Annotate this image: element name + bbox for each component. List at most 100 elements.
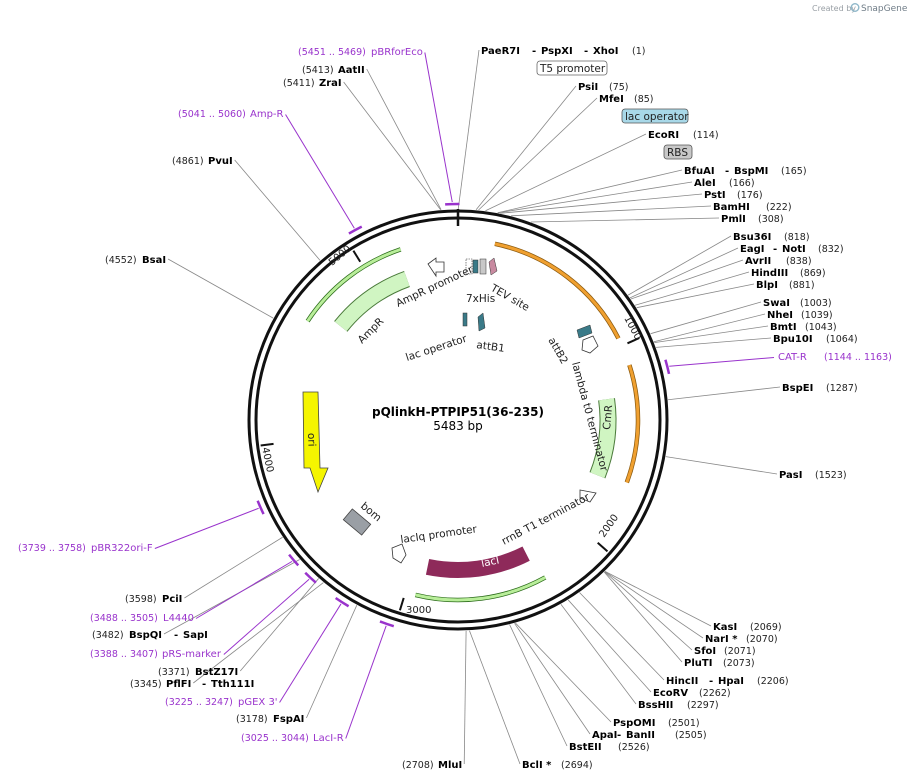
site-bsteii-pos: (2526) [618, 742, 650, 753]
rbs-glyph [479, 258, 487, 275]
feature-ori: ori [305, 433, 317, 447]
leader-site-bfuai [497, 169, 683, 214]
site-bstz17i-pos: (3371) [158, 667, 190, 678]
site-zrai: ZraI [319, 78, 342, 89]
site-pmli: PmlI [721, 214, 746, 225]
site-pvui: PvuI [208, 156, 233, 167]
primer-amp-r-mark [348, 225, 363, 235]
site-pspomi: PspOMI [613, 718, 655, 729]
primer-prs-marker-leader [223, 578, 310, 655]
tick-mark-1000 [627, 337, 640, 345]
primer-l4440: L4440 [163, 613, 194, 624]
site-bmti-pos: (1043) [805, 322, 837, 333]
site-ecori-pos: (114) [693, 130, 719, 141]
ampr-orf-arc [306, 247, 402, 322]
site-sep: - [202, 679, 206, 690]
site-hindiii: HindIII [751, 268, 788, 279]
leader-site-pluti [603, 571, 683, 663]
feature-ampr: AmpR [356, 315, 387, 346]
site-aatii: AatII [338, 65, 365, 76]
tev-site-glyph [488, 257, 498, 276]
leader-site-bpu10i [656, 337, 772, 348]
site-xhoi: XhoI [593, 46, 618, 57]
site-ecori: EcoRI [648, 130, 679, 141]
site-bspmi-pos: (165) [781, 166, 807, 177]
leader-site-pvui [234, 159, 321, 261]
site-bpu10i: Bpu10I [773, 334, 813, 345]
site-aatii-pos: (5413) [302, 65, 334, 76]
plasmid-title-block: pQlinkH-PTPIP51(36-235) 5483 bp [372, 405, 544, 433]
leader-site-nari [604, 571, 704, 639]
tick-mark-2000 [597, 542, 609, 553]
leader-site-avrii [630, 259, 744, 300]
site-alei: AleI [694, 178, 716, 189]
orf-arc-1 [494, 242, 620, 340]
site-sep: - [584, 46, 588, 57]
site-sfoi: SfoI [694, 646, 716, 657]
feature-lac-operator: lac operator [404, 333, 469, 364]
leader-lines [154, 49, 781, 765]
site-eagi: EagI [740, 244, 764, 255]
site-sep: - [725, 166, 729, 177]
site-noti-pos: (832) [818, 244, 844, 255]
site-pspomi-pos: (2501) [668, 718, 700, 729]
feature-laci: lacI [480, 554, 500, 570]
site-pmli-pos: (308) [758, 214, 784, 225]
lac-operator-box [621, 108, 689, 124]
cmr-feature-arc [590, 398, 616, 479]
leader-site-pcii [184, 536, 283, 599]
leader-site-bsshii [560, 603, 637, 705]
bp-ticks [260, 250, 640, 611]
site-bamhi: BamHI [713, 202, 750, 213]
site-ecorv: EcoRV [653, 688, 688, 699]
primer-l4440-leader [195, 560, 293, 619]
primer-amp-r-leader [285, 114, 355, 229]
site-pflfi: PflFI [166, 679, 191, 690]
site-fspai-pos: (3178) [236, 714, 268, 725]
orf-arc-2 [625, 364, 640, 483]
tick-mark-3000 [398, 597, 405, 611]
site-sep: - [532, 46, 536, 57]
primer-cat-r: CAT-R [778, 352, 807, 363]
leader-site-bsu36i [627, 235, 732, 296]
laci-feature-arc [425, 546, 530, 578]
leader-site-psii [475, 85, 577, 211]
site-bstz17i: BstZ17I [195, 667, 238, 678]
site-sep: - [773, 244, 777, 255]
leader-site-pmli [530, 217, 720, 223]
primer-laci-r-mark [379, 620, 395, 628]
leader-site-bsai [167, 258, 274, 319]
primer-pbr322ori-f-pos: (3739 .. 3758) [18, 543, 86, 554]
site-nari: NarI * [705, 634, 738, 645]
primer-pbrforeco: pBRforEco [371, 47, 423, 58]
site-nari-pos: (2070) [746, 634, 778, 645]
leader-site-zrai [343, 81, 441, 210]
site-banii: BanII [626, 730, 655, 741]
site-pasi: PasI [779, 470, 802, 481]
leader-site-paer7i [457, 49, 480, 210]
ori-arrow [302, 391, 329, 494]
site-hpai-pos: (2206) [757, 676, 789, 687]
site-nhei-pos: (1039) [801, 310, 833, 321]
primer-pbrforeco-leader [424, 52, 453, 203]
primer-amp-r-pos: (5041 .. 5060) [178, 109, 246, 120]
site-sep: - [617, 730, 621, 741]
lac-operator-glyph [462, 312, 468, 327]
lac-operator-glyph-top [472, 259, 479, 274]
site-bpu10i-pos: (1064) [826, 334, 858, 345]
lac-operator-box-label: lac operator [625, 111, 689, 123]
site-mlui: MluI [438, 760, 462, 771]
site-mfei: MfeI [599, 94, 624, 105]
site-pcii-pos: (3598) [125, 594, 157, 605]
primer-labels: (5451 .. 5469) pBRforEco (5041 .. 5060) … [18, 47, 892, 744]
tick-mark-4000 [260, 442, 274, 447]
site-pluti: PluTI [684, 658, 712, 669]
primer-amp-r: Amp-R [250, 109, 284, 120]
laci-orf-arc [415, 576, 546, 602]
primer-laci-r-leader [345, 625, 387, 739]
tick-label-3000: 3000 [406, 605, 431, 616]
tick-label-4000: 4000 [259, 446, 275, 473]
primer-pbr322ori-f-mark [256, 500, 265, 515]
feature-cmr: CmR [601, 404, 615, 430]
